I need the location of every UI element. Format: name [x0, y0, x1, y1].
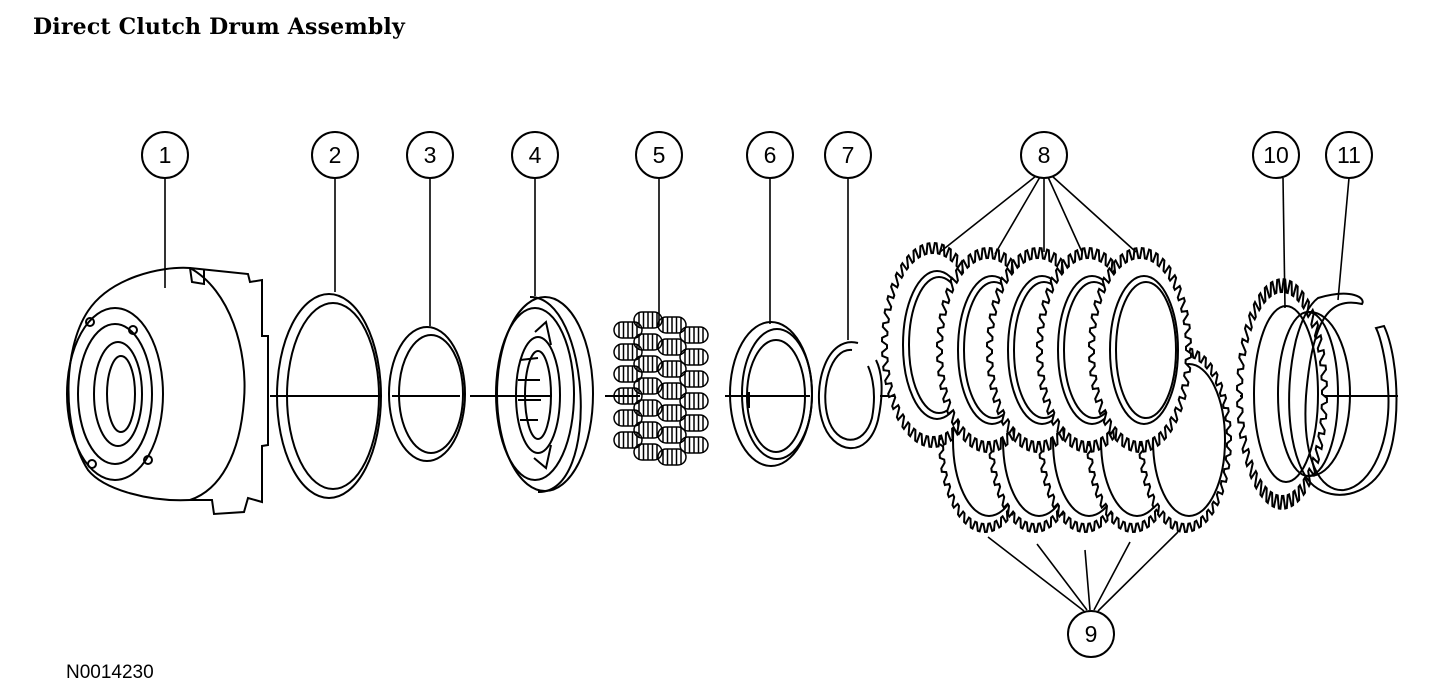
- callout-1: 1: [141, 131, 189, 179]
- callout-4: 4: [511, 131, 559, 179]
- svg-text:2: 2: [329, 142, 342, 168]
- callout-10: 10: [1252, 131, 1300, 179]
- callout-7: 7: [824, 131, 872, 179]
- part-2-seal: [276, 293, 382, 499]
- svg-text:1: 1: [159, 142, 172, 168]
- part-6-retainer: [729, 321, 813, 467]
- svg-text:6: 6: [764, 142, 777, 168]
- svg-text:8: 8: [1038, 142, 1051, 168]
- svg-text:11: 11: [1337, 142, 1361, 168]
- callout-3: 3: [406, 131, 454, 179]
- callout-9: 9: [1067, 610, 1115, 658]
- callout-11: 11: [1325, 131, 1373, 179]
- svg-text:4: 4: [529, 142, 542, 168]
- svg-text:10: 10: [1263, 142, 1289, 168]
- part-8-9-clutch-plates: [880, 242, 1232, 534]
- part-5-spring-assembly: [613, 311, 709, 466]
- callout-8: 8: [1020, 131, 1068, 179]
- leader-lines: [164, 175, 1350, 612]
- part-7-snap-ring: [817, 341, 883, 450]
- part-3-seal: [388, 326, 466, 462]
- figure-id: N0014230: [66, 662, 154, 683]
- diagram-title: Direct Clutch Drum Assembly: [33, 14, 405, 40]
- svg-text:7: 7: [842, 142, 855, 168]
- part-4-piston: [495, 295, 594, 494]
- callout-6: 6: [746, 131, 794, 179]
- part-1-clutch-drum: [66, 266, 269, 516]
- svg-text:5: 5: [653, 142, 666, 168]
- svg-text:3: 3: [424, 142, 437, 168]
- callout-5: 5: [635, 131, 683, 179]
- part-10-pressure-plate: [1235, 278, 1351, 510]
- callout-2: 2: [311, 131, 359, 179]
- callouts: 1 2 3 4 5 6 7 8 9 10 11: [141, 131, 1373, 658]
- part-11-snap-ring: [1288, 292, 1398, 496]
- svg-text:9: 9: [1085, 621, 1098, 647]
